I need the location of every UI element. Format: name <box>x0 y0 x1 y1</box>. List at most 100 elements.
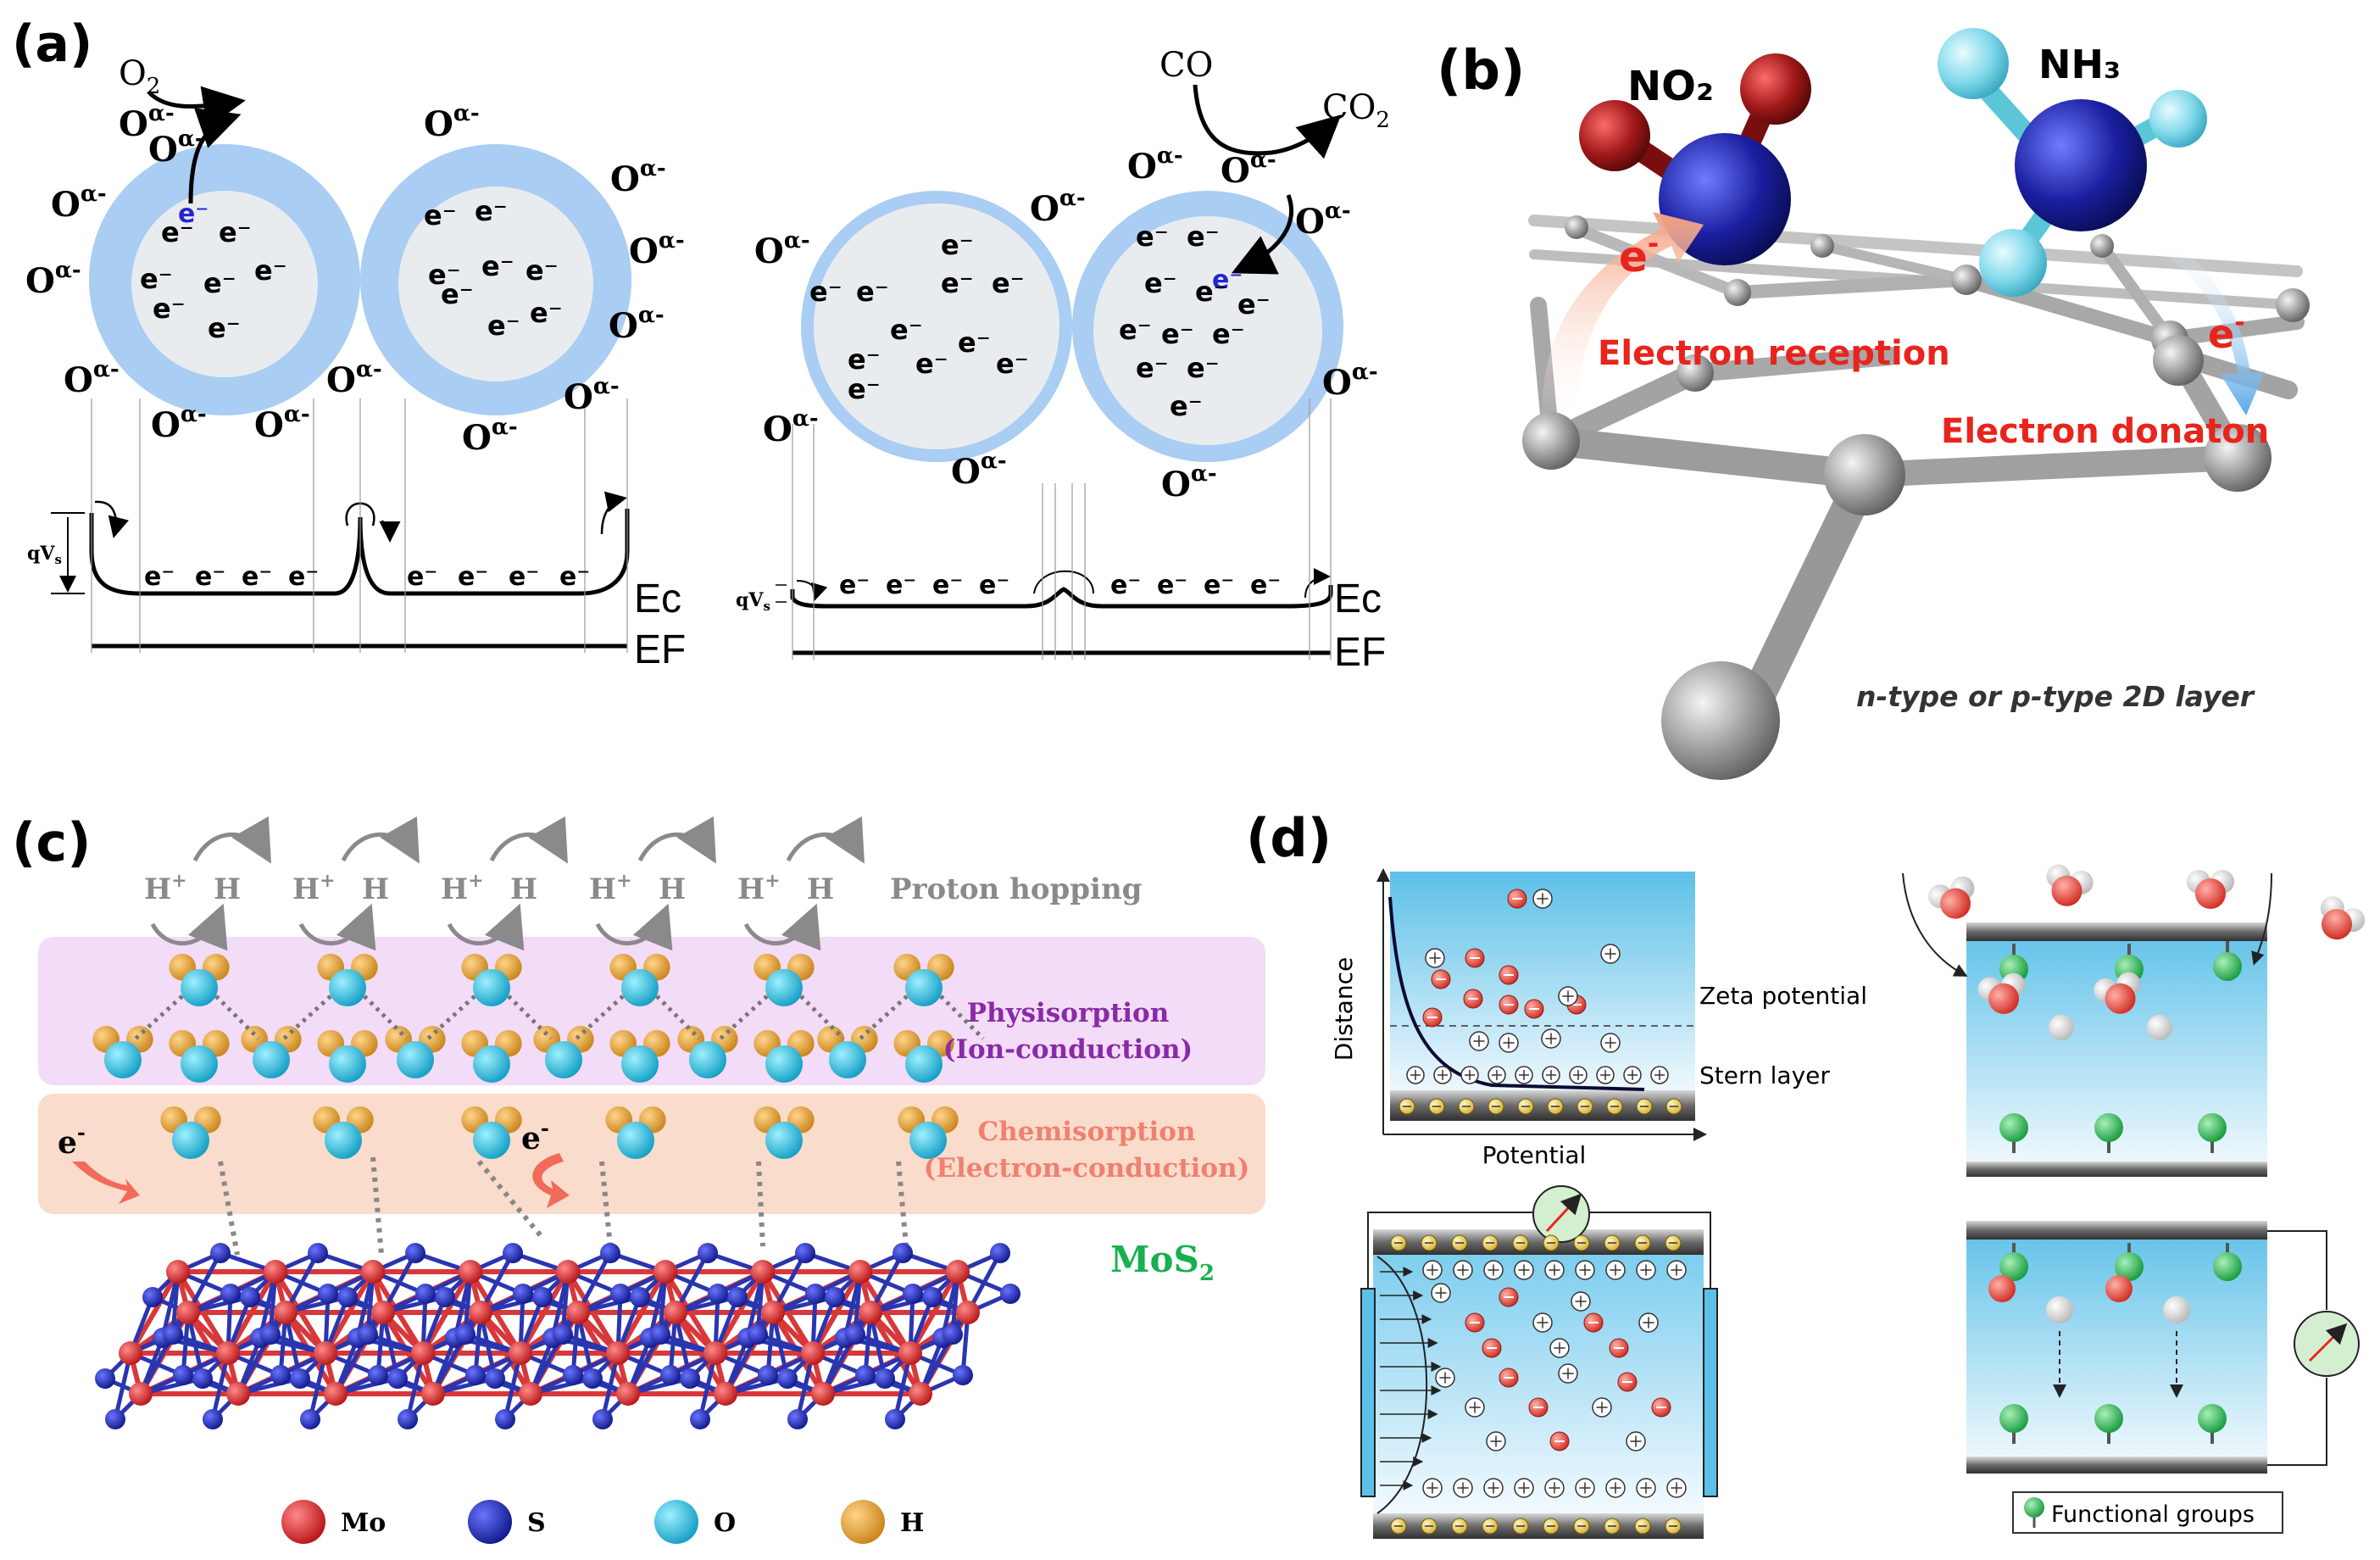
ef-right: EF <box>1334 630 1386 675</box>
oxygen-ion: Oα- <box>25 258 81 301</box>
zeta-label: Zeta potential <box>1699 982 1867 1010</box>
functional-group <box>2198 1113 2227 1142</box>
molybdenum-atom <box>509 1341 532 1365</box>
molybdenum-atom <box>314 1341 337 1365</box>
band-electron: e⁻ <box>1110 571 1141 600</box>
sulfur-atom <box>660 1365 681 1385</box>
molybdenum-atom <box>714 1382 737 1406</box>
hydrogen-atom <box>2049 1015 2074 1040</box>
electron: e⁻ <box>1136 352 1169 384</box>
sensing-meter-needle <box>2308 1323 2348 1362</box>
molybdenum-atom <box>859 1301 882 1324</box>
sensing-circuit-bottom <box>2267 1378 2327 1466</box>
oxygen-atom <box>765 969 803 1006</box>
hop-arrow-top <box>489 816 568 864</box>
sensing-top-plate <box>1966 1221 2267 1240</box>
oxygen-ion: Oα- <box>564 374 620 417</box>
band-electron: e⁻ <box>509 562 539 592</box>
proton-h-plus: H+ <box>441 870 484 906</box>
electron-reception-arrow <box>1542 212 1704 424</box>
electron: e⁻ <box>848 343 881 376</box>
oxygen-atom <box>621 1045 659 1083</box>
layer-caption: n-type or p-type 2D layer <box>1856 680 2255 713</box>
hop-arrow-bottom <box>447 903 525 951</box>
band-electron: e⁻ <box>458 562 488 592</box>
functional-group <box>1999 1252 2028 1281</box>
molybdenum-atom <box>566 1301 590 1324</box>
oxygen-ion: Oα- <box>254 402 310 445</box>
molybdenum-atom <box>946 1260 970 1284</box>
electron-reception-text: Electron reception <box>1598 334 1950 373</box>
molybdenum-atom <box>361 1260 385 1284</box>
electron-b-left: e- <box>1619 227 1659 281</box>
sulfur-atom <box>690 1409 710 1429</box>
molybdenum-atom <box>556 1260 580 1284</box>
sulfur-atom <box>885 1409 905 1429</box>
electron: e⁻ <box>958 326 991 359</box>
oxygen-ion: Oα- <box>609 303 665 346</box>
legend-label-o: O <box>714 1508 736 1538</box>
electron-arrow-mid <box>532 1153 570 1208</box>
oxygen-ion: Oα- <box>1322 359 1378 403</box>
oxygen-atom <box>621 969 659 1006</box>
oxygen-atom <box>1988 983 2020 1014</box>
oxygen-atom <box>329 969 366 1006</box>
band-electron: e⁻ <box>195 562 225 592</box>
hop-arrow-top <box>786 816 865 864</box>
sulfur-atom <box>290 1368 310 1389</box>
cell-right-electrode <box>1703 1288 1718 1497</box>
oxygen-atom <box>829 1041 866 1078</box>
electron: e⁻ <box>525 254 559 287</box>
hop-arrow-top <box>192 816 271 864</box>
mos2-lattice <box>95 1243 1020 1429</box>
band-electron: e⁻ <box>979 571 1009 600</box>
cell-ions <box>1390 1234 1687 1535</box>
oxygen-atom <box>329 1045 366 1083</box>
proton-h: H <box>362 872 389 906</box>
h-bond <box>939 994 985 1040</box>
chemisorption-text: Chemisorption <box>978 1117 1196 1147</box>
channel-top-plate <box>1966 922 2267 941</box>
legend-label-mo: Mo <box>341 1508 386 1538</box>
incoming-water-arrow-right <box>2251 872 2272 966</box>
electron: e⁻ <box>1161 318 1194 350</box>
sulfur-atom <box>465 1365 486 1385</box>
sulfur-atom <box>260 1324 281 1345</box>
oxygen-atom <box>253 1041 290 1078</box>
stern-label: Stern layer <box>1699 1061 1830 1089</box>
sulfur-atom <box>825 1287 845 1307</box>
functional-group <box>1999 1113 2028 1142</box>
sulfur-atom <box>300 1409 320 1429</box>
functional-groups-legend <box>2012 1491 2283 1534</box>
oxygen-ion: Oα- <box>462 415 518 458</box>
panel-a-left-particles <box>89 144 631 415</box>
h-bond <box>575 994 625 1040</box>
sensing-circuit-top <box>2267 1230 2327 1310</box>
sulfur-atom <box>503 1243 523 1263</box>
molybdenum-atom <box>909 1382 932 1406</box>
sulfur-atom <box>398 1409 418 1429</box>
proton-h-plus: H+ <box>144 870 187 906</box>
sulfur-atom <box>805 1284 826 1304</box>
mos2-label: MoS2 <box>1110 1239 1215 1286</box>
oxygen-atom <box>909 1122 947 1159</box>
proton-h: H <box>510 872 537 906</box>
sulfur-atom <box>270 1365 291 1385</box>
band-electron: e⁻ <box>1204 571 1234 600</box>
molybdenum-atom <box>664 1301 687 1324</box>
molybdenum-atom <box>119 1341 142 1365</box>
band-electron: e⁻ <box>288 562 319 592</box>
electron: e⁻ <box>481 250 514 282</box>
sulfur-atom <box>795 1243 815 1263</box>
hop-arrow-bottom <box>150 903 228 951</box>
sulfur-atom <box>922 1287 943 1307</box>
band-electron: e⁻ <box>407 562 437 592</box>
electron: e⁻ <box>153 292 186 325</box>
molybdenum-atom <box>898 1341 922 1365</box>
sulfur-atom <box>318 1284 338 1304</box>
electron: e⁻ <box>996 348 1029 380</box>
sulfur-atom <box>990 1243 1010 1263</box>
sulfur-atom <box>582 1368 603 1389</box>
